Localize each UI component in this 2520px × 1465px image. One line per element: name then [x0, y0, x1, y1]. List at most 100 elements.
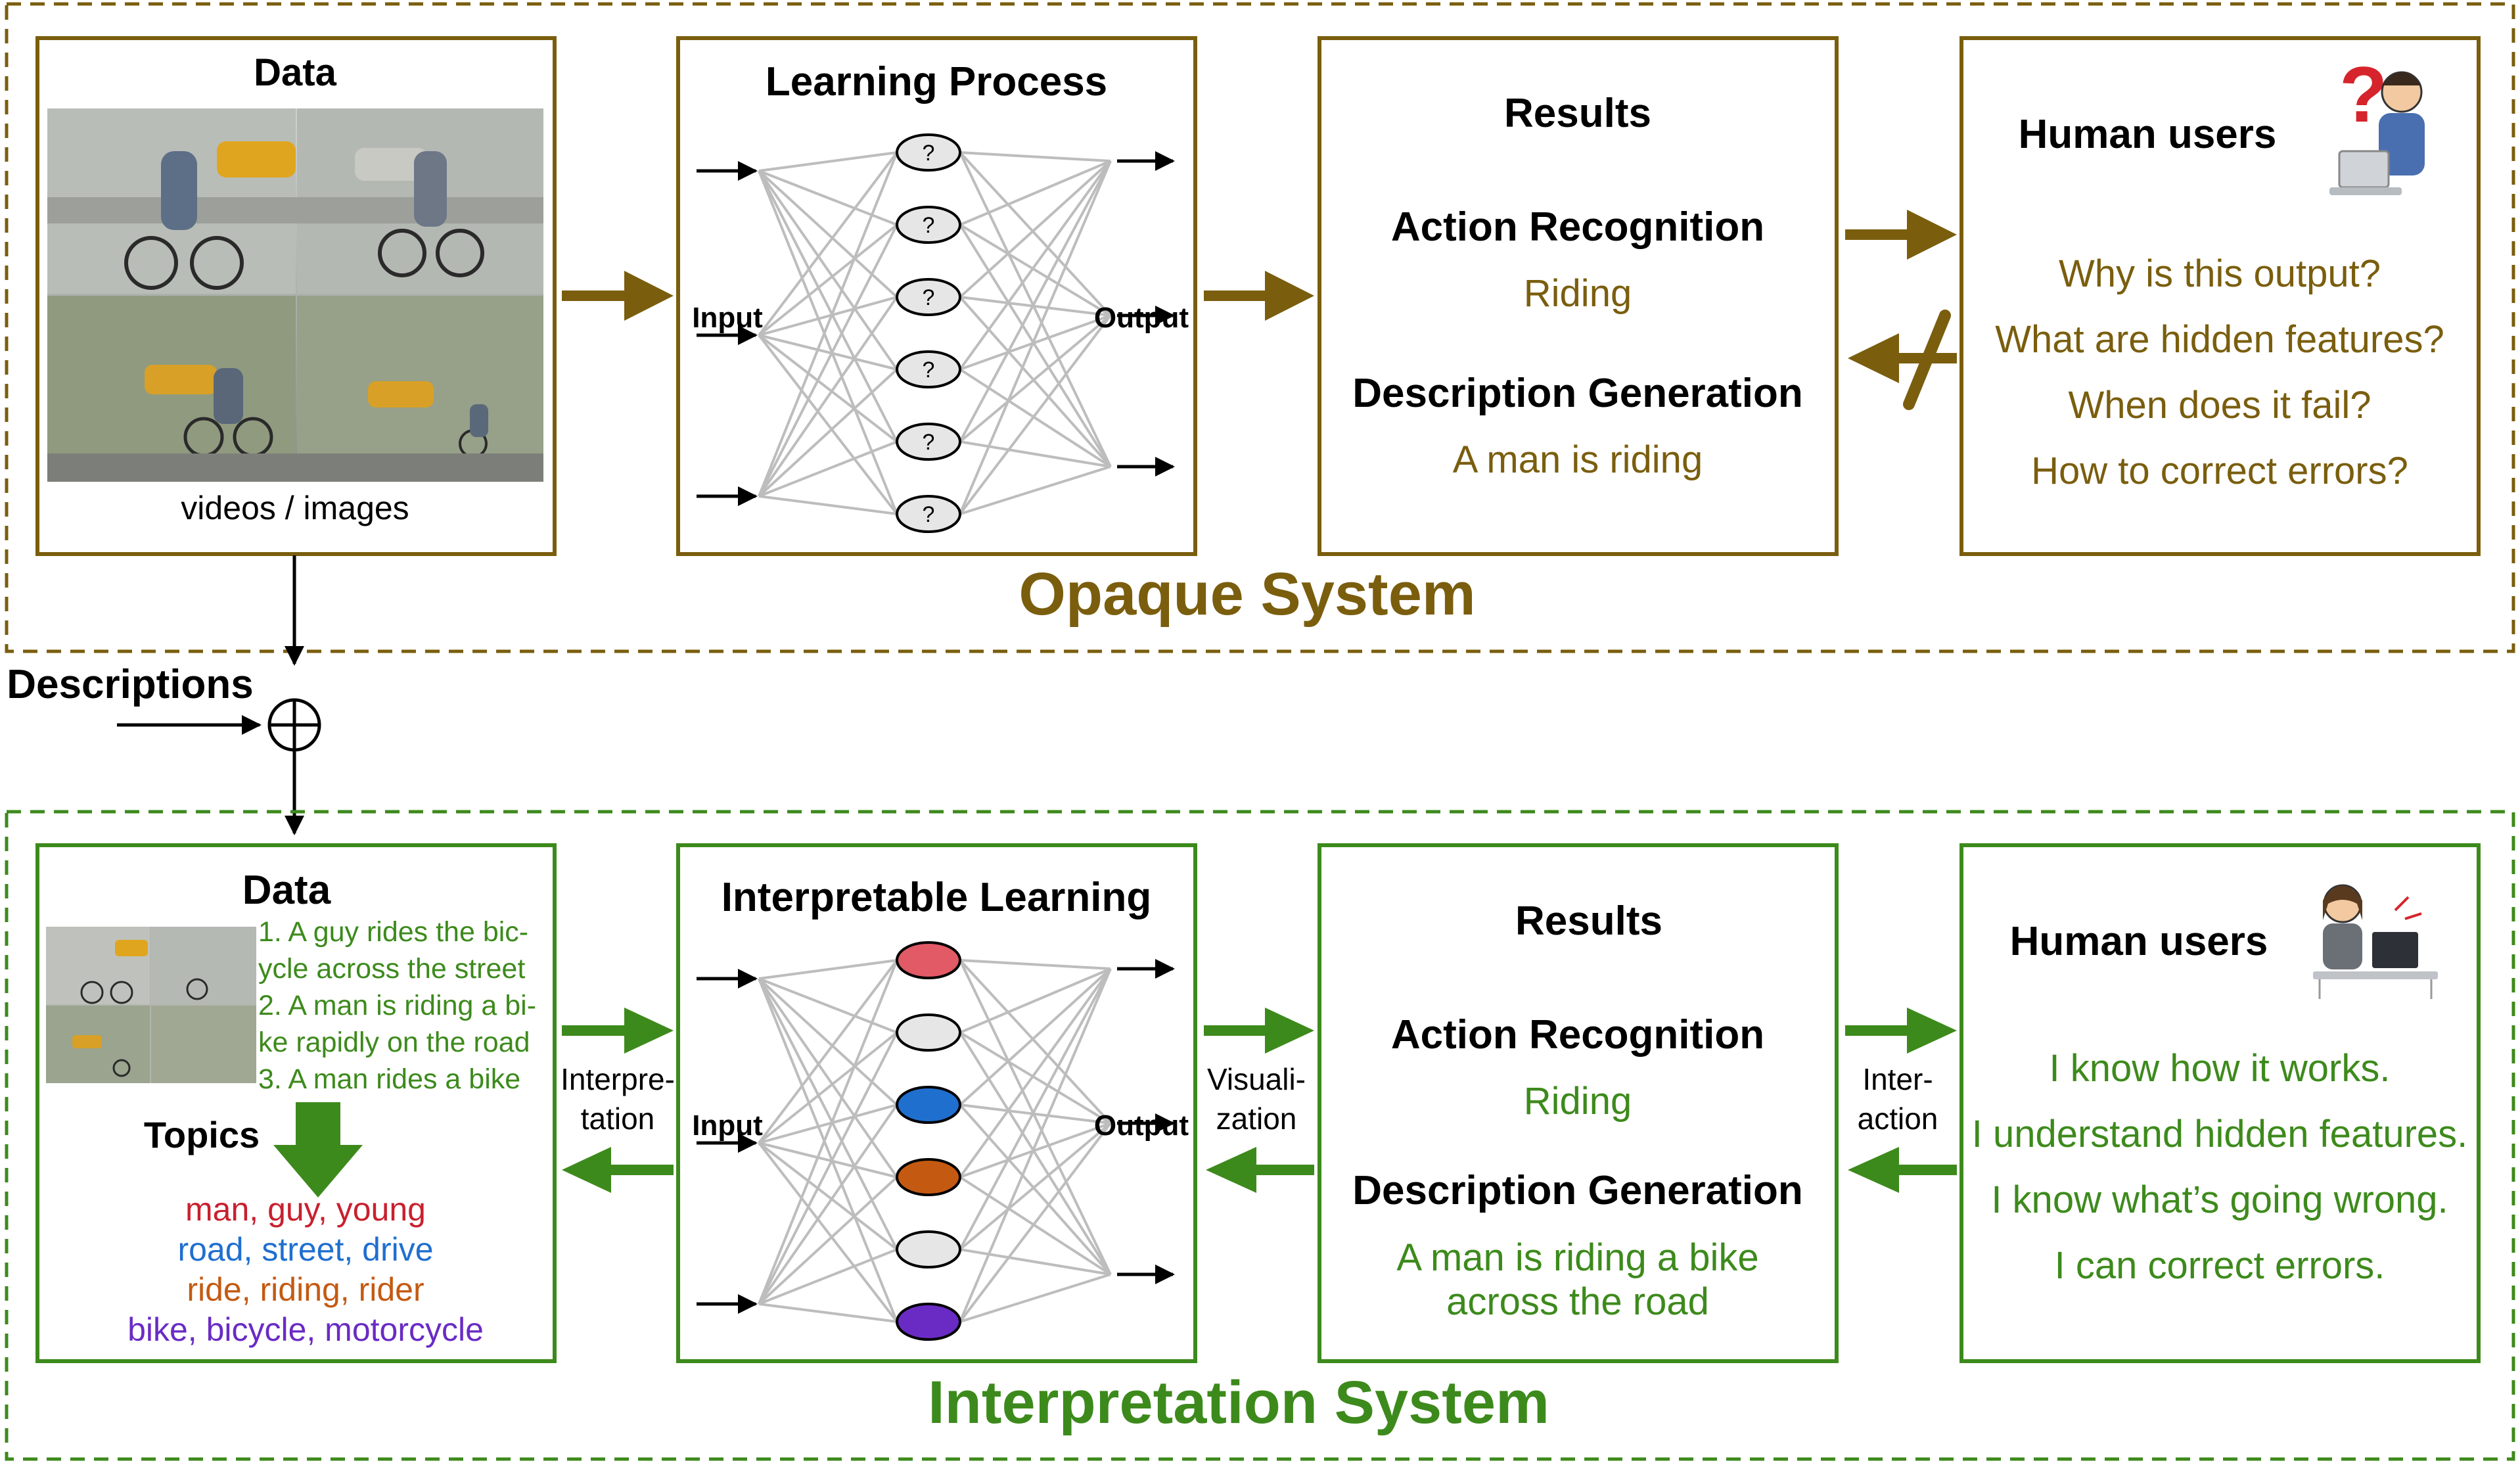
network-edge — [758, 977, 898, 1106]
network-node-symbol: ? — [923, 213, 935, 238]
network-edge — [959, 1176, 1112, 1276]
network-edge — [758, 1176, 898, 1305]
network-edge — [959, 314, 1111, 371]
network-edge — [758, 1142, 898, 1178]
topic-line-4: bike, bicycle, motorcycle — [127, 1311, 484, 1348]
opaque-system-title: Opaque System — [1019, 561, 1475, 628]
network-edge — [959, 440, 1111, 468]
interp-desc-title: Description Generation — [1352, 1168, 1803, 1213]
opaque-system-boundary — [5, 2, 2515, 653]
sentence-line-3: 2. A man is riding a bi- — [258, 990, 536, 1021]
opaque-data-caption: videos / images — [181, 490, 409, 526]
topics-title: Topics — [144, 1114, 260, 1155]
network-edge — [758, 440, 898, 498]
network-edge — [758, 296, 898, 498]
descriptions-label: Descriptions — [7, 662, 254, 707]
network-edge — [758, 1303, 898, 1323]
network-edge — [758, 1142, 898, 1323]
opaque-action-title: Action Recognition — [1391, 204, 1764, 250]
network-node — [896, 495, 961, 533]
sentence-line-2: ycle across the street — [258, 953, 525, 985]
opaque-results-box — [1317, 36, 1839, 556]
network-edge — [758, 170, 898, 442]
visualization-label-line-1: Visuali- — [1207, 1062, 1306, 1096]
network-edge — [959, 960, 1112, 1275]
interaction-label-line-2: action — [1858, 1102, 1938, 1136]
network-node-symbol: ? — [923, 141, 935, 166]
network-edge — [758, 170, 898, 298]
question-1: Why is this output? — [2059, 252, 2381, 295]
network-edge — [758, 296, 898, 337]
interaction-label-line-1: Inter- — [1862, 1062, 1933, 1096]
network-edge — [758, 152, 898, 497]
network-edge — [959, 151, 1112, 317]
network-edge — [959, 1122, 1111, 1178]
network-edge — [758, 334, 898, 371]
question-2: What are hidden features? — [1995, 318, 2444, 361]
network-edge — [758, 170, 898, 226]
interp-human-box — [1959, 843, 2481, 1363]
network-edge — [758, 495, 898, 515]
sentence-line-4: ke rapidly on the road — [258, 1027, 530, 1058]
network-edge — [959, 160, 1111, 226]
opaque-flow-arrows — [562, 210, 1957, 410]
interp-action-title: Action Recognition — [1391, 1012, 1764, 1058]
network-node-symbol: ? — [923, 358, 935, 383]
opaque-input-label: Input — [692, 302, 763, 334]
network-edge — [758, 223, 898, 337]
question-4: How to correct errors? — [2031, 450, 2408, 492]
network-node — [896, 1158, 961, 1196]
sentence-line-5: 3. A man rides a bike — [258, 1063, 520, 1095]
network-node-symbol: ? — [923, 285, 935, 310]
network-edge — [959, 1122, 1112, 1323]
network-edge — [959, 223, 1112, 317]
network-edge — [959, 314, 1112, 515]
network-node — [896, 941, 961, 979]
network-node — [896, 278, 961, 316]
network-edge — [959, 1248, 1111, 1276]
topic-line-3: ride, riding, rider — [187, 1271, 424, 1308]
network-edge — [959, 1104, 1111, 1125]
network-edge — [959, 152, 1112, 467]
opaque-results-title: Results — [1504, 91, 1651, 136]
network-edge — [758, 978, 898, 1322]
network-edge — [758, 368, 898, 498]
network-node — [896, 350, 961, 388]
network-edge — [959, 296, 1111, 317]
network-node-symbol: ? — [923, 430, 935, 455]
network-node — [896, 1013, 961, 1052]
interp-desc-value-line-1: A man is riding a bike — [1396, 1236, 1758, 1279]
network-node-symbol: ? — [923, 502, 935, 527]
network-edge — [758, 1104, 898, 1144]
question-3: When does it fail? — [2068, 384, 2371, 427]
opaque-human-title: Human users — [2019, 112, 2277, 157]
video-frames-image — [47, 108, 543, 482]
network-edge — [959, 296, 1112, 468]
network-edge — [758, 959, 898, 1144]
statement-3: I know what’s going wrong. — [1991, 1178, 2448, 1221]
network-edge — [959, 160, 1112, 442]
network-edge — [959, 967, 1112, 1178]
network-node — [896, 1230, 961, 1268]
interp-results-title: Results — [1515, 898, 1662, 944]
network-edge — [758, 977, 898, 1178]
interpretation-system-title: Interpretation System — [928, 1369, 1549, 1436]
interp-input-label: Input — [692, 1109, 763, 1142]
network-edge — [959, 959, 1111, 970]
network-edge — [758, 334, 898, 443]
interp-flow-arrows — [562, 1008, 1957, 1193]
network-edge — [959, 968, 1112, 1322]
topics-down-arrow-icon — [273, 1102, 363, 1198]
network-edge — [959, 967, 1112, 1106]
video-thumbnail-image — [46, 927, 256, 1083]
network-edge — [959, 1122, 1112, 1251]
network-edge — [758, 1032, 898, 1305]
network-edge — [959, 1031, 1112, 1276]
network-edge — [758, 978, 898, 1250]
network-edge — [758, 977, 898, 1034]
network-node — [896, 423, 961, 461]
network-edge — [959, 465, 1111, 515]
person-working-at-laptop-icon — [2313, 884, 2438, 999]
statement-4: I can correct errors. — [2055, 1244, 2385, 1287]
